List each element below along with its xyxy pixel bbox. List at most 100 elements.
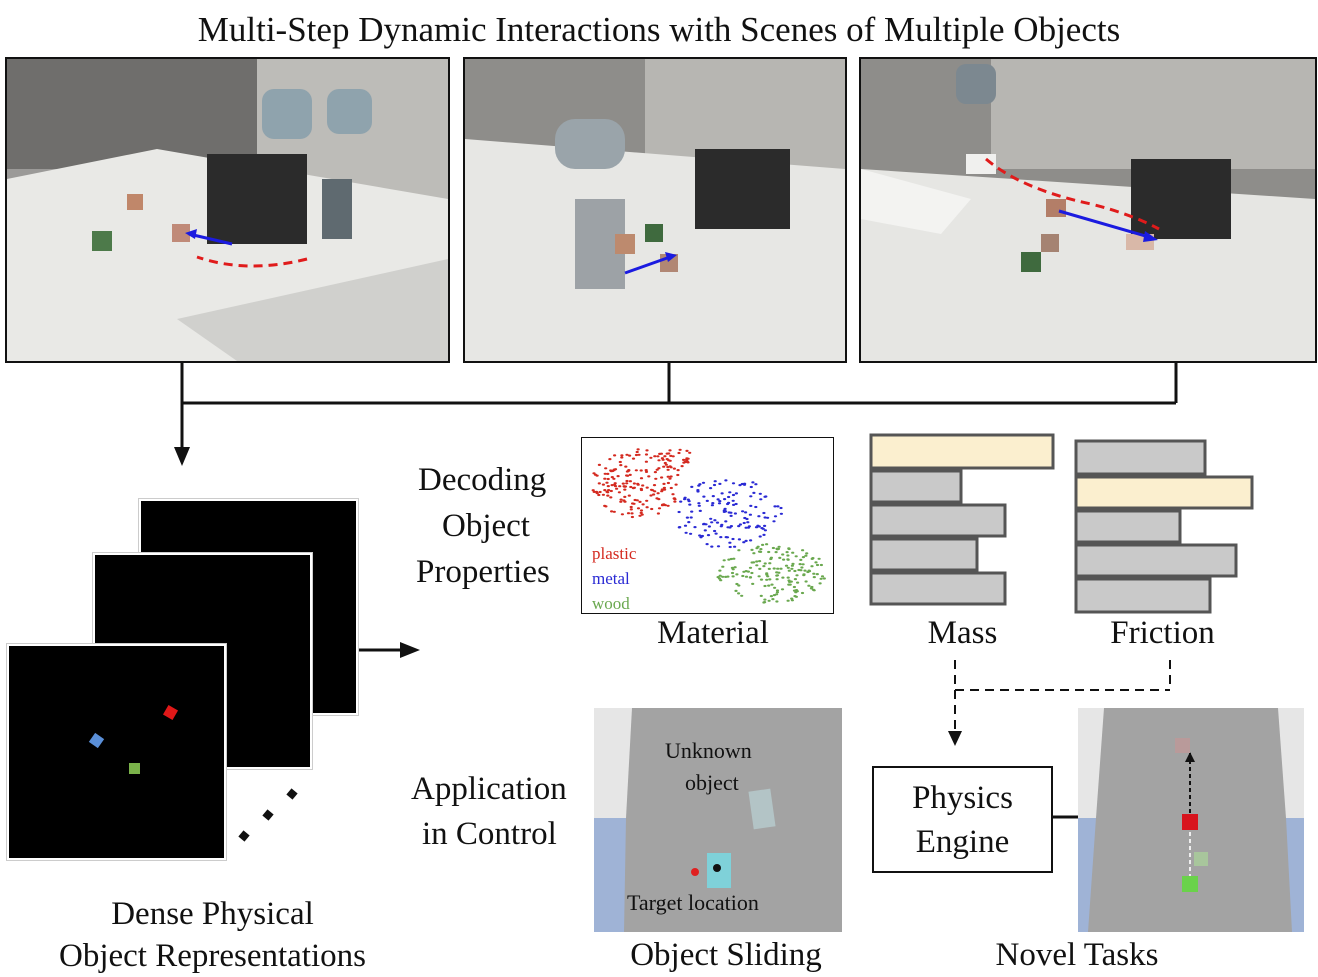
embedding-point	[807, 570, 812, 573]
embedding-point	[757, 515, 761, 518]
robot-photo-2	[463, 57, 847, 363]
embedding-point	[701, 481, 706, 484]
embedding-point	[721, 565, 725, 568]
representations-label-line1: Dense Physical	[111, 896, 314, 932]
embedding-point	[652, 493, 656, 496]
embedding-point	[630, 512, 634, 515]
ellipsis-dots	[238, 788, 300, 842]
embedding-point	[812, 576, 816, 579]
embedding-point	[787, 547, 791, 551]
embedding-point	[722, 559, 726, 562]
embedding-point	[812, 572, 816, 575]
embedding-point	[687, 521, 691, 524]
embedding-point	[636, 507, 641, 510]
embedding-point	[784, 564, 789, 567]
embedding-point	[801, 549, 805, 552]
material-caption: Material	[657, 615, 769, 651]
embedding-point	[758, 492, 762, 495]
embedding-point	[631, 487, 635, 490]
embedding-point	[653, 455, 657, 458]
embedding-point	[660, 476, 664, 479]
embedding-point	[819, 577, 823, 580]
embedding-point	[731, 575, 735, 578]
embedding-point	[705, 499, 709, 502]
embedding-point	[639, 477, 644, 480]
embedding-point	[786, 599, 790, 602]
embedding-point	[795, 574, 799, 577]
embedding-point	[671, 493, 675, 496]
embedding-point	[635, 450, 639, 454]
embedding-point	[741, 510, 745, 513]
embedding-point	[666, 504, 670, 507]
embedding-point	[680, 465, 684, 468]
embedding-point	[645, 449, 649, 452]
embedding-point	[767, 599, 771, 602]
embedding-point	[632, 482, 636, 485]
embedding-point	[775, 574, 780, 577]
embedding-point	[738, 484, 742, 487]
embedding-point	[765, 578, 769, 581]
embedding-point	[672, 467, 676, 470]
embedding-point	[730, 571, 735, 575]
embedding-point	[786, 558, 790, 561]
embedding-point	[749, 504, 753, 507]
embedding-point	[693, 526, 697, 529]
embedding-point	[734, 589, 738, 592]
embedding-point	[613, 468, 618, 471]
embedding-point	[644, 460, 648, 463]
embedding-point	[597, 482, 601, 485]
embedding-point	[663, 455, 667, 458]
embedding-point	[698, 534, 702, 537]
embedding-point	[731, 493, 736, 497]
embedding-point	[725, 536, 730, 539]
embedding-point	[797, 568, 801, 572]
embedding-point	[660, 488, 664, 491]
embedding-point	[728, 491, 732, 494]
embedding-point	[653, 490, 657, 493]
green-object-mask	[129, 763, 140, 774]
embedding-point	[766, 516, 770, 519]
physics-engine-box: Physics Engine	[872, 766, 1053, 873]
embedding-point	[804, 580, 808, 583]
embedding-point	[639, 511, 643, 514]
embedding-point	[610, 476, 614, 479]
embedding-point	[601, 483, 605, 486]
embedding-point	[762, 511, 766, 515]
embedding-point	[718, 500, 722, 503]
embedding-point	[610, 484, 614, 487]
embedding-point	[645, 486, 649, 489]
embedding-point	[697, 502, 701, 505]
embedding-point	[751, 481, 755, 484]
embedding-point	[773, 586, 777, 589]
embedding-point	[757, 550, 762, 553]
embedding-point	[686, 461, 690, 464]
embedding-point	[626, 512, 631, 515]
embedding-point	[662, 482, 666, 485]
embedding-point	[729, 557, 733, 561]
embedding-point	[792, 585, 796, 589]
object-sliding-panel: Unknown object Target location	[594, 708, 842, 932]
legend-plastic: plastic	[592, 544, 637, 563]
embedding-point	[769, 557, 773, 561]
embedding-point	[767, 550, 771, 554]
embedding-point	[766, 575, 770, 578]
embedding-point	[702, 495, 706, 498]
embedding-point	[786, 566, 790, 569]
embedding-point	[657, 467, 661, 470]
embedding-point	[715, 521, 720, 524]
robot-photo-1	[5, 57, 450, 363]
embedding-point	[612, 477, 616, 480]
embedding-point	[742, 541, 746, 544]
embedding-point	[703, 529, 707, 532]
embedding-point	[776, 567, 780, 570]
embedding-point	[728, 541, 732, 544]
embedding-point	[791, 562, 795, 565]
embedding-point	[781, 576, 785, 579]
embedding-point	[655, 468, 659, 471]
object-sliding-caption: Object Sliding	[630, 937, 822, 973]
embedding-point	[638, 514, 642, 517]
embedding-point	[657, 507, 662, 510]
embedding-point	[620, 454, 624, 457]
embedding-point	[818, 582, 822, 585]
embedding-point	[608, 458, 612, 461]
